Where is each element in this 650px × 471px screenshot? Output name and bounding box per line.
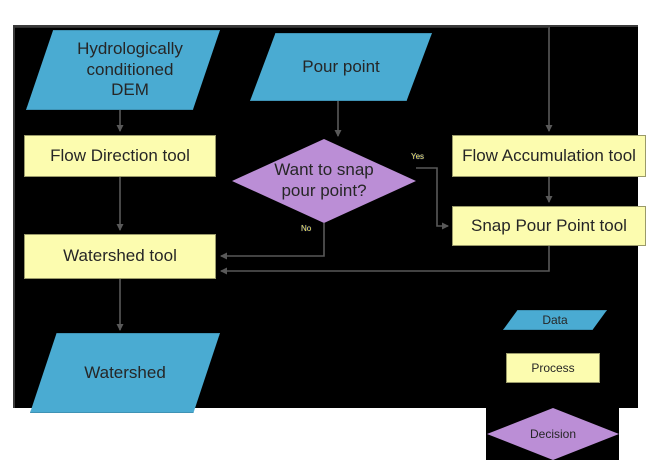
dem-line-2: conditioned	[86, 59, 174, 79]
node-label: Watershed	[84, 362, 166, 382]
legend-label: Data	[542, 312, 568, 327]
node-label: Watershed tool	[63, 246, 177, 266]
dem-line-1: Hydrologically	[77, 38, 183, 58]
legend-label: Decision	[529, 426, 577, 441]
node-watershed[interactable]: Watershed	[30, 333, 220, 413]
node-label: Want to snap pour point?	[274, 160, 374, 201]
node-flow-accumulation-tool[interactable]: Flow Accumulation tool	[452, 135, 646, 177]
edge-label-yes: Yes	[411, 152, 425, 161]
node-label: Pour point	[302, 56, 380, 76]
node-snap-pour-point-tool[interactable]: Snap Pour Point tool	[452, 206, 646, 246]
node-label: Flow Direction tool	[50, 145, 190, 165]
edge-label-no: No	[301, 224, 312, 233]
node-label: Snap Pour Point tool	[471, 215, 627, 235]
decision-line-1: Want to snap	[274, 160, 374, 180]
node-watershed-tool[interactable]: Watershed tool	[24, 234, 216, 279]
node-flow-direction-tool[interactable]: Flow Direction tool	[24, 135, 216, 177]
node-label: Flow Accumulation tool	[462, 145, 636, 165]
legend-item-process: Process	[506, 353, 600, 383]
node-pour-point[interactable]: Pour point	[250, 33, 432, 101]
legend-label: Process	[531, 360, 575, 375]
dem-line-3: DEM	[111, 80, 149, 100]
legend-item-data: Data	[503, 310, 607, 330]
node-hydrologically-conditioned-dem[interactable]: Hydrologically conditioned DEM	[26, 30, 220, 110]
decision-line-2: pour point?	[281, 181, 367, 200]
node-label: Hydrologically conditioned DEM	[63, 39, 183, 101]
